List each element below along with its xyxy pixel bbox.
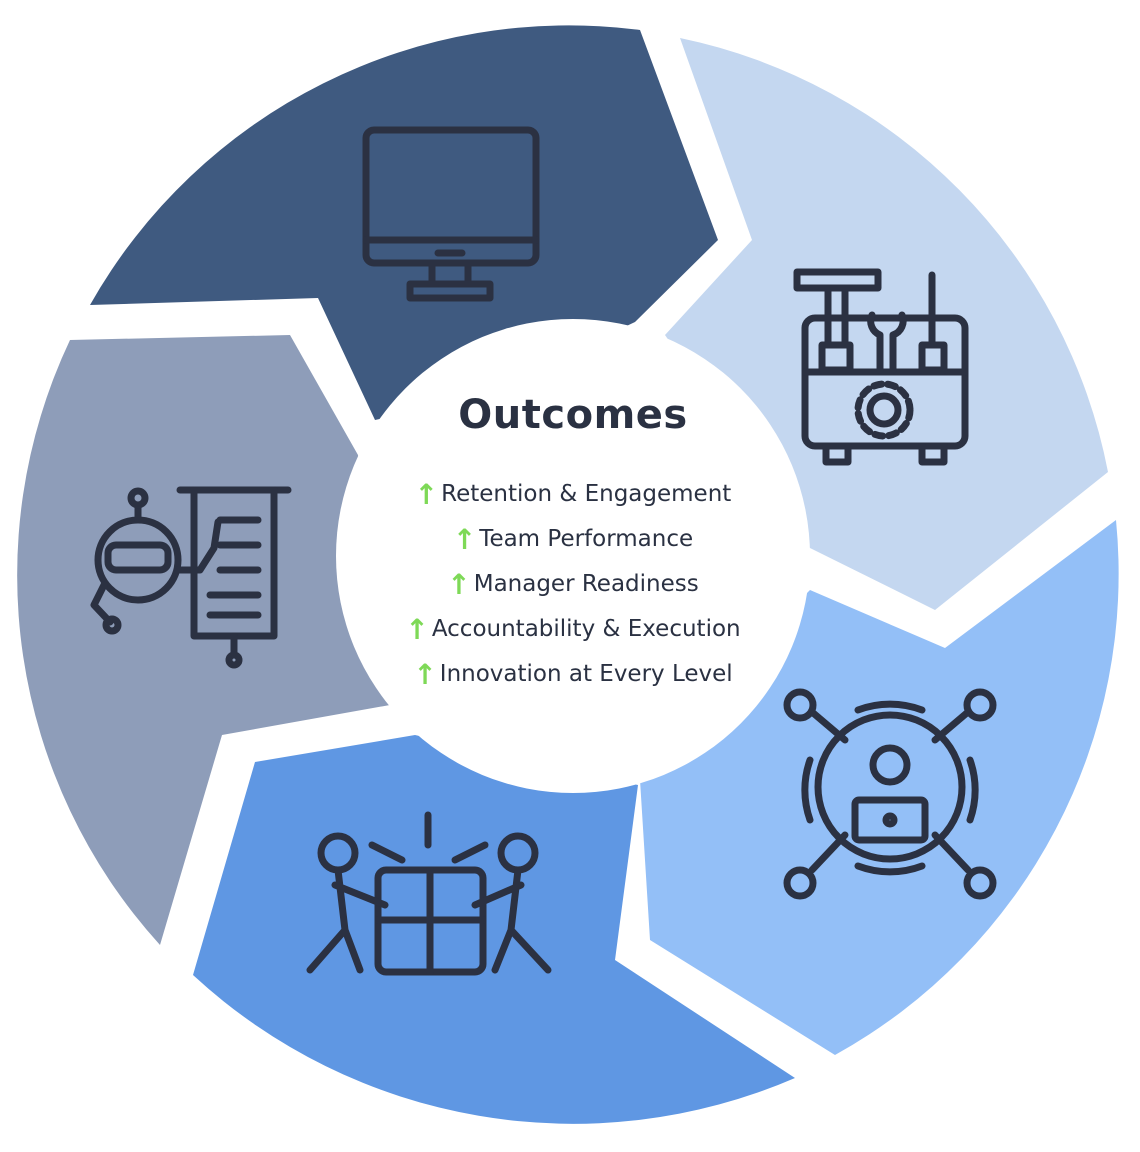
outcome-item: ↑Accountability & Execution — [405, 607, 740, 652]
robot-presentation-icon — [90, 486, 292, 669]
up-arrow-icon: ↑ — [405, 613, 429, 646]
outcome-label: Accountability & Execution — [431, 616, 741, 642]
outcome-item: ↑Retention & Engagement — [415, 472, 732, 517]
network-person-icon — [783, 688, 997, 900]
segment-robot — [17, 335, 390, 945]
outcomes-title: Outcomes — [458, 392, 688, 438]
up-arrow-icon: ↑ — [452, 523, 477, 556]
up-arrow-icon: ↑ — [413, 658, 437, 691]
outcome-item: ↑Innovation at Every Level — [413, 652, 732, 697]
teamwork-puzzle-icon — [306, 811, 552, 976]
up-arrow-icon: ↑ — [414, 478, 439, 511]
segment-teamwork — [193, 735, 795, 1124]
outcome-label: Manager Readiness — [473, 571, 699, 597]
outcome-label: Team Performance — [479, 526, 694, 552]
outcome-label: Innovation at Every Level — [439, 661, 733, 687]
toolbox-icon — [793, 268, 969, 466]
outcome-item: ↑Manager Readiness — [447, 562, 698, 607]
outcomes-panel: Outcomes ↑Retention & Engagement ↑Team P… — [336, 320, 810, 794]
outcome-label: Retention & Engagement — [441, 481, 732, 507]
outcome-item: ↑Team Performance — [453, 517, 693, 562]
outcomes-list: ↑Retention & Engagement ↑Team Performanc… — [405, 472, 740, 697]
monitor-icon — [362, 126, 540, 302]
center-circle — [336, 319, 810, 793]
up-arrow-icon: ↑ — [447, 568, 471, 601]
